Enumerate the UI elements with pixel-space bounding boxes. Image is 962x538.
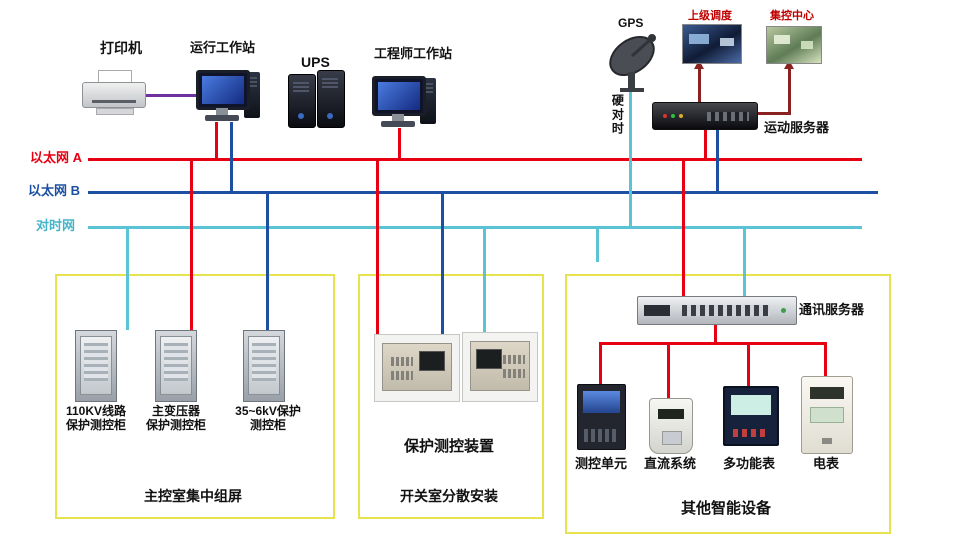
gps-timesync-drop xyxy=(629,90,632,226)
engineer-workstation-icon xyxy=(372,76,440,134)
cabinet-35kv-label: 35~6kV保护 测控柜 xyxy=(226,404,310,433)
remote-server-label: 运动服务器 xyxy=(764,120,830,135)
control-center-uplink-elbow xyxy=(754,112,791,115)
middle-panel-caption: 开关室分散安装 xyxy=(400,488,498,504)
gps-antenna-icon xyxy=(602,30,664,92)
cabinet-110kv-icon xyxy=(75,330,117,402)
left-panel-caption: 主控室集中组屏 xyxy=(144,488,242,504)
right-panel-drop-timesync xyxy=(743,229,746,297)
device-distribution-line xyxy=(599,342,827,345)
bus-label-ethernet-b: 以太网 B xyxy=(28,183,81,198)
drop-multifunction-meter xyxy=(747,342,750,386)
mid-panel-drop-a xyxy=(376,161,379,335)
printer-link-line xyxy=(146,94,198,97)
engineer-ws-label: 工程师工作站 xyxy=(374,46,453,61)
operator-ws-label: 运行工作站 xyxy=(190,40,256,55)
drop-dc-system xyxy=(667,342,670,398)
multifunction-meter-icon xyxy=(723,386,779,446)
mid-panel-drop-timesync xyxy=(483,229,486,333)
cabinet-main-transformer-icon xyxy=(155,330,197,402)
cabinet-mt-label-line1: 主变压器 xyxy=(151,404,200,418)
dispatch-uplink-line xyxy=(698,68,701,102)
dc-system-label: 直流系统 xyxy=(643,456,696,471)
timesync-stub xyxy=(596,229,599,262)
control-center-photo xyxy=(766,26,822,64)
ups-label: UPS xyxy=(301,54,330,70)
cabinet-main-transformer-label: 主变压器 保护测控柜 xyxy=(142,404,210,433)
cabinet-35kv-icon xyxy=(243,330,285,402)
ethernet-a-bus-line xyxy=(88,158,862,161)
cabinet-35kv-label-line2: 测控柜 xyxy=(249,418,286,433)
right-panel-caption: 其他智能设备 xyxy=(680,500,771,517)
timesync-bus-line xyxy=(88,226,862,229)
dc-system-icon xyxy=(649,398,693,454)
measure-unit-icon xyxy=(577,384,626,450)
control-center-label: 集控中心 xyxy=(770,10,814,22)
printer-label: 打印机 xyxy=(100,40,142,56)
cabinet-mt-label-line2: 保护测控柜 xyxy=(145,418,206,433)
control-center-uplink-line xyxy=(788,68,791,114)
server-drop-b xyxy=(716,128,719,191)
left-panel-drop-a xyxy=(190,161,193,330)
right-panel-drop-a xyxy=(682,161,685,297)
energy-meter-label: 电表 xyxy=(812,456,839,471)
printer-icon xyxy=(82,70,146,116)
mid-panel-drop-b xyxy=(441,194,444,335)
measure-unit-label: 测控单元 xyxy=(574,456,627,471)
cabinet-110kv-label-line2: 保护测控柜 xyxy=(65,418,126,433)
left-panel-drop-b xyxy=(266,194,269,330)
cabinet-110kv-label: 110KV线路 保护测控柜 xyxy=(56,404,136,433)
drop-measure-unit xyxy=(599,342,602,384)
operator-workstation-icon xyxy=(196,70,264,128)
bus-label-ethernet-a: 以太网 A xyxy=(30,150,83,165)
ethernet-b-bus-line xyxy=(88,191,878,194)
ups-icon xyxy=(288,70,346,128)
cabinet-110kv-label-line1: 110KV线路 xyxy=(65,404,127,418)
gps-label: GPS xyxy=(618,16,644,30)
comm-server-label: 通讯服务器 xyxy=(799,302,865,317)
cabinet-35kv-label-line1: 35~6kV保护 xyxy=(235,404,301,418)
protection-device-photo-2 xyxy=(462,332,538,402)
control-center-uplink-arrow xyxy=(784,60,794,69)
dispatch-label: 上级调度 xyxy=(688,10,732,22)
hard-time-label: 硬对时 xyxy=(610,94,625,136)
bus-label-timesync: 对时网 xyxy=(36,218,76,233)
engineer-ws-drop-a xyxy=(398,128,401,158)
comm-server-rack-icon xyxy=(637,296,797,325)
protection-device-photo-1 xyxy=(374,334,460,402)
protection-device-label: 保护测控装置 xyxy=(403,438,494,455)
remote-server-icon xyxy=(652,102,758,130)
dispatch-photo xyxy=(682,24,742,64)
drop-energy-meter xyxy=(824,342,827,376)
dispatch-uplink-arrow xyxy=(694,60,704,69)
rack-down-line xyxy=(714,323,717,344)
operator-ws-drop-b xyxy=(230,122,233,191)
multifunction-meter-label: 多功能表 xyxy=(722,456,775,471)
energy-meter-icon xyxy=(801,376,853,454)
left-panel-drop-timesync xyxy=(126,229,129,330)
operator-ws-drop-a xyxy=(215,122,218,158)
server-drop-a xyxy=(704,128,707,158)
